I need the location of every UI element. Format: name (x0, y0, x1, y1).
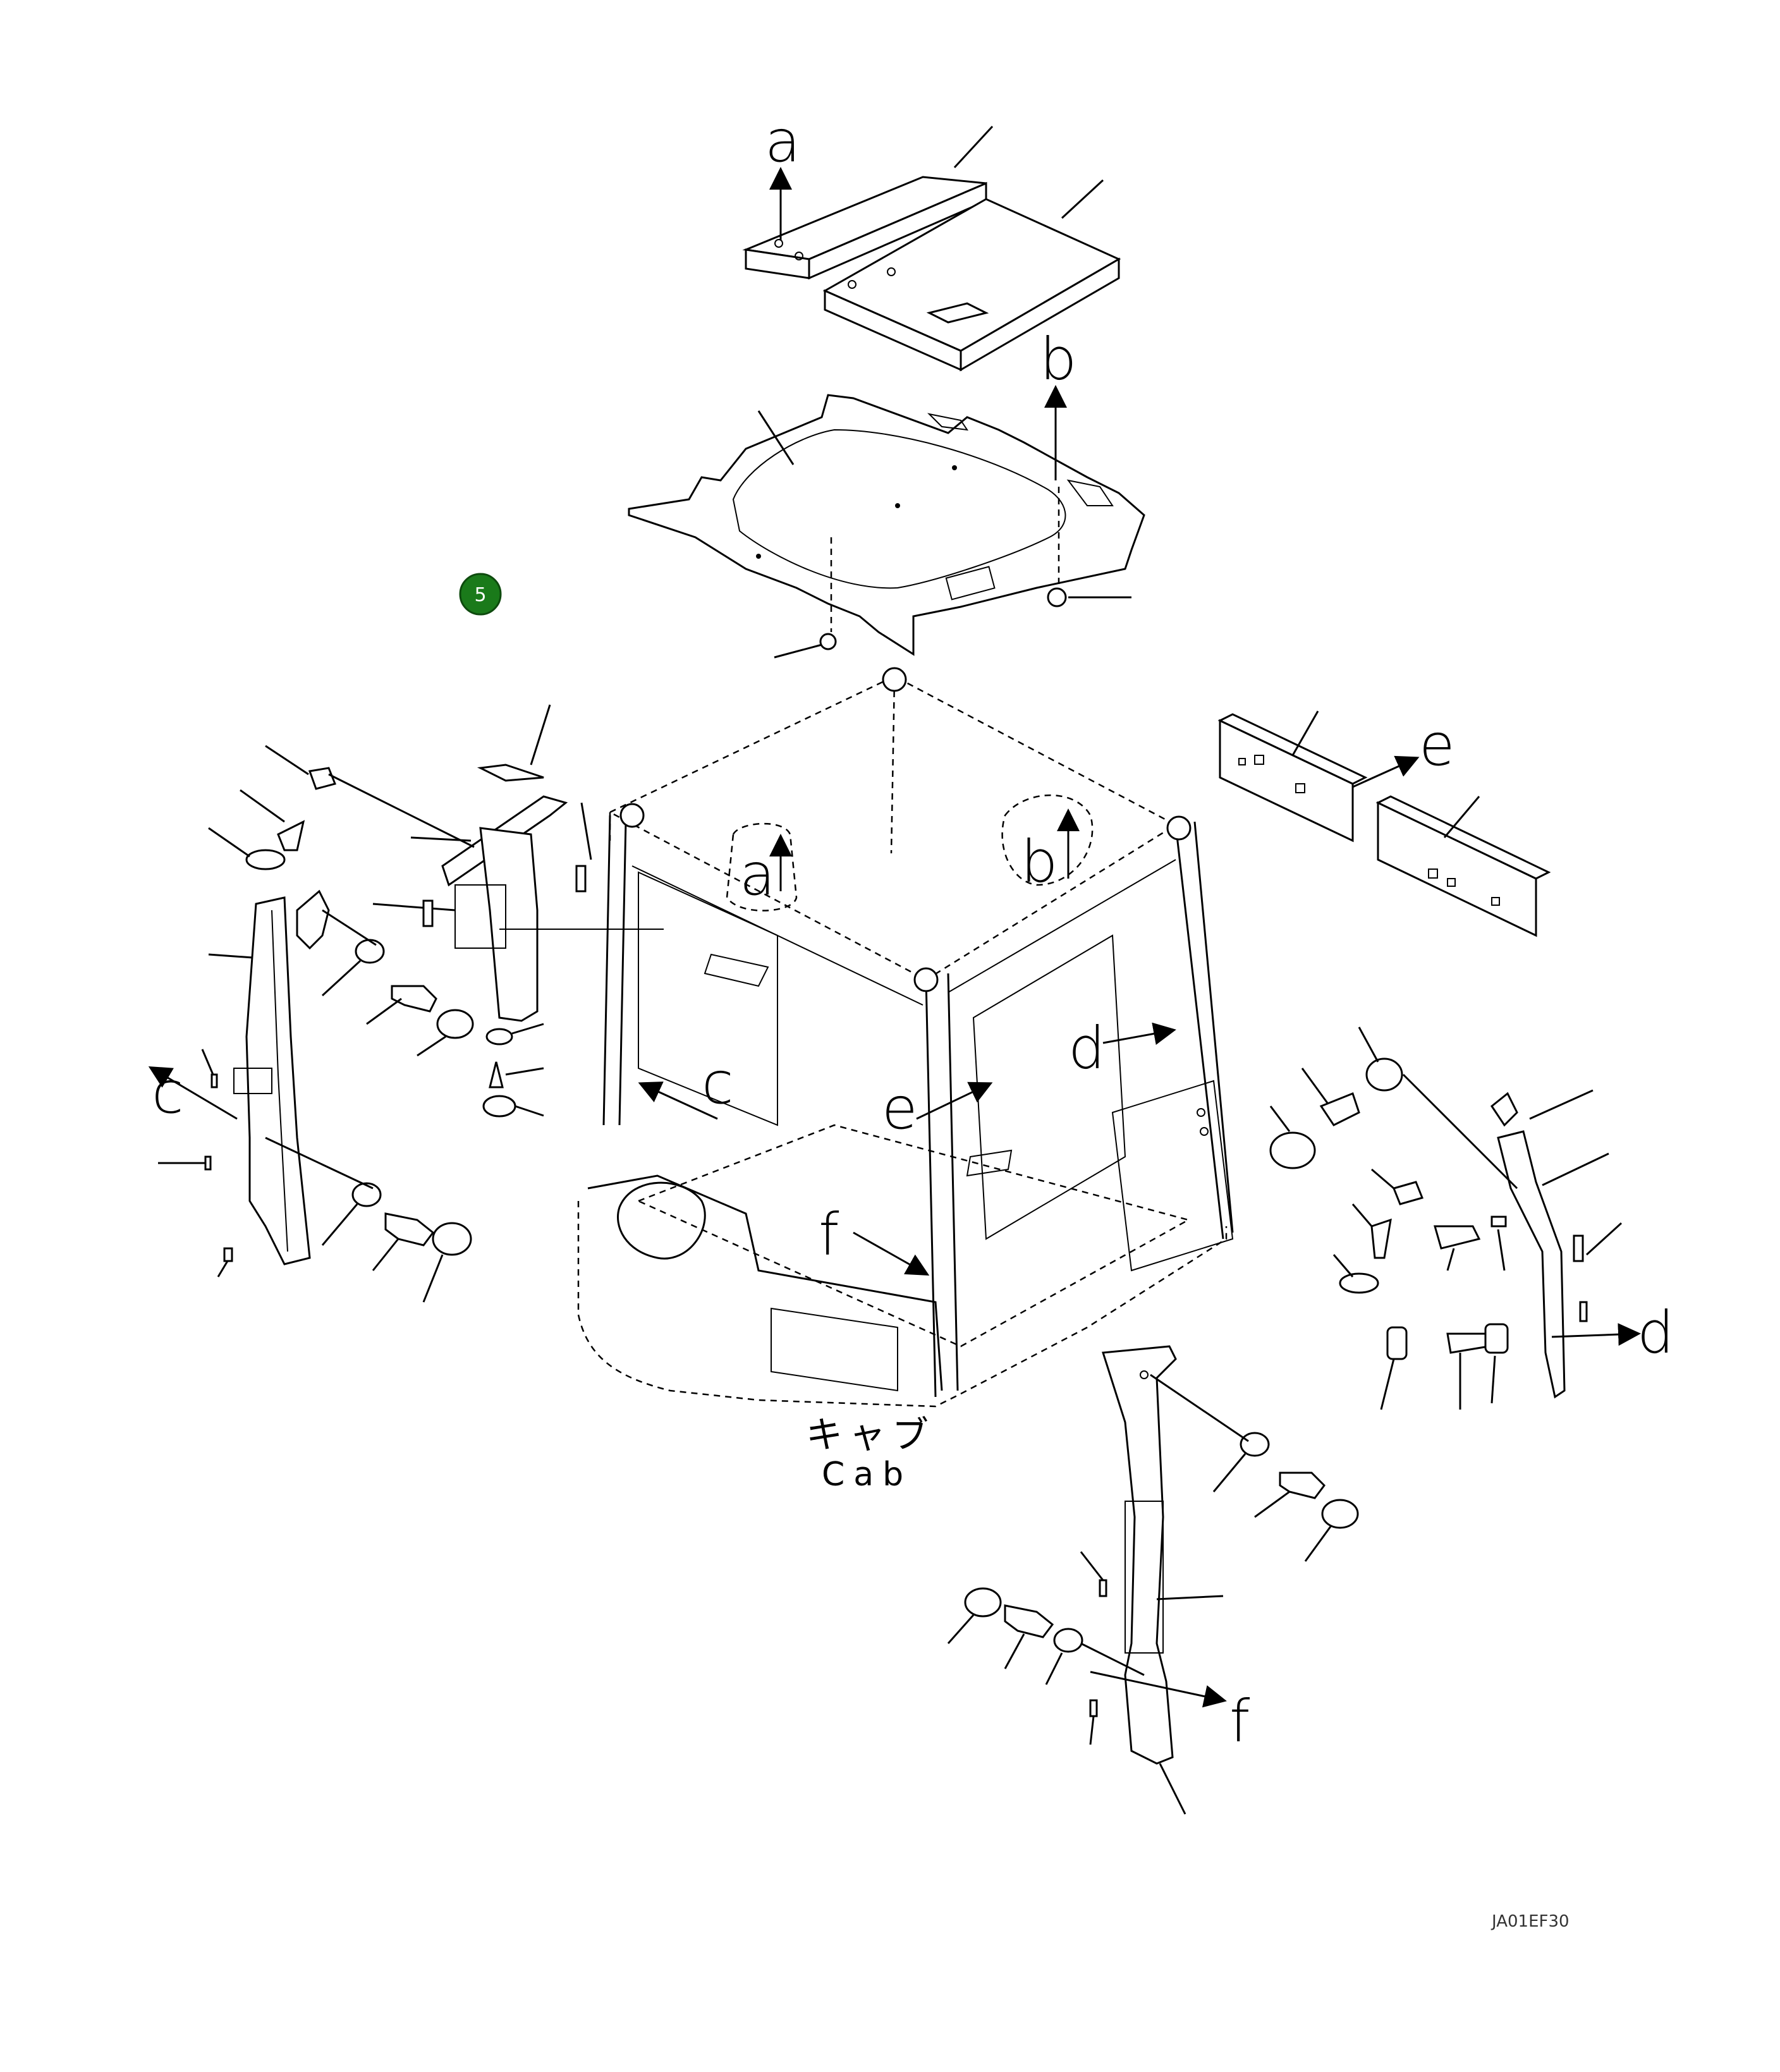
left-pillar-trim (233, 889, 330, 1265)
cab-caption-japanese: キャブ (806, 1413, 935, 1456)
callout-badge-number: 5 (474, 584, 486, 606)
ref-letter-d-right: d (1637, 1299, 1674, 1367)
roof-plate-right (822, 198, 1121, 372)
ref-letter-d-frame: d (1068, 1015, 1105, 1082)
drawing-code: JA01EF30 (1490, 1912, 1570, 1931)
lower-pillar-trim (1102, 1345, 1177, 1765)
upper-trim-bracket (441, 764, 568, 1022)
leader-line (1542, 1152, 1609, 1186)
leader-line (580, 802, 592, 860)
callout-badge[interactable]: 5 (459, 573, 502, 616)
fastener-group-lower (947, 1374, 1359, 1745)
arrow-e-panel (1352, 755, 1420, 788)
leader-line (1156, 1595, 1224, 1600)
ref-letter-c-left: c (152, 1059, 184, 1126)
arrow-c-frame (638, 1082, 718, 1120)
ref-letter-a-roof: a (740, 841, 775, 908)
arrow-d-right (1551, 1323, 1641, 1346)
grommet (819, 633, 837, 650)
fastener-group-right (1269, 1027, 1518, 1410)
right-pillar-trim (1490, 1092, 1588, 1399)
leader-line (1529, 1089, 1594, 1120)
arrow-c-left (148, 1066, 238, 1120)
arrow-e-frame (916, 1082, 993, 1120)
fastener-group-mid-left (321, 909, 544, 1118)
ref-letter-b-roof: b (1021, 828, 1058, 896)
ref-letter-c-frame: c (702, 1049, 734, 1117)
leader-line (372, 903, 456, 911)
leader-line (757, 410, 795, 465)
ref-letter-b-top: b (1040, 326, 1076, 393)
side-insulation-panel-upper (1217, 713, 1368, 843)
leader-line (953, 125, 994, 169)
cab-caption-english: Cab (822, 1456, 912, 1494)
arrow-d-frame (1102, 1022, 1176, 1045)
leader-line (774, 643, 822, 659)
leader-line (1291, 710, 1319, 756)
leader-line (208, 953, 253, 959)
ref-letter-f-bottom: f (1229, 1688, 1250, 1755)
grommet (1047, 587, 1067, 607)
cab-frame (577, 667, 1234, 1408)
roof-liner (628, 394, 1145, 656)
roof-plate-left (742, 176, 987, 280)
ref-letter-a-top: a (765, 107, 800, 175)
fastener-group-upper-left (208, 745, 475, 870)
leader-line (1443, 796, 1480, 838)
ref-letter-f-frame: f (819, 1201, 839, 1269)
ref-letter-e-frame: e (882, 1075, 918, 1142)
leader-line (1159, 1763, 1186, 1815)
clip-part (575, 865, 587, 893)
detail-circle-a (726, 822, 798, 911)
leader-line (530, 704, 551, 765)
leader-line (1585, 1222, 1623, 1256)
arrow-f-bottom (1090, 1671, 1227, 1708)
fastener-group-lower-left (158, 1049, 472, 1303)
ref-letter-e-panel: e (1419, 711, 1455, 779)
leader-line (1061, 179, 1104, 219)
side-insulation-panel-lower (1375, 795, 1551, 937)
clip-part (422, 899, 434, 927)
arrow-f-frame (853, 1231, 930, 1276)
detail-circle-b (1001, 794, 1094, 886)
